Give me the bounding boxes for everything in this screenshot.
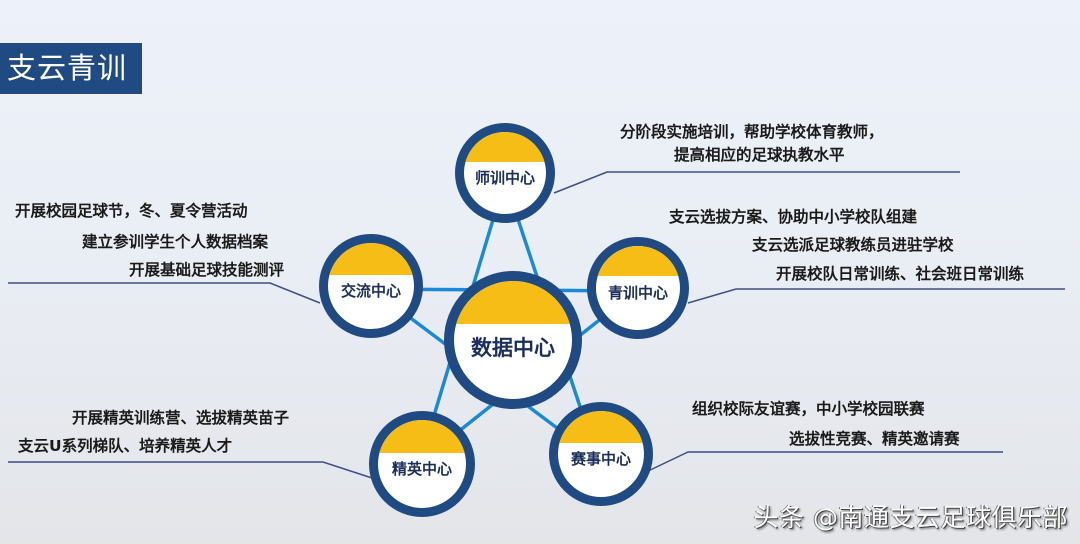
desc-match-line-1: 组织校际友谊赛，中小学校园联赛 — [692, 400, 925, 418]
yellow-cap — [464, 132, 546, 162]
desc-youth-line-3: 开展校队日常训练、社会班日常训练 — [776, 265, 1025, 283]
node-label: 赛事中心 — [570, 449, 631, 468]
node-label: 青训中心 — [607, 283, 668, 302]
yellow-cap — [596, 246, 680, 276]
node-match[interactable]: 赛事中心 — [549, 402, 653, 506]
yellow-cap — [558, 411, 644, 443]
node-teacher-training[interactable]: 师训中心 — [455, 123, 555, 223]
yellow-cap — [328, 243, 414, 275]
yellow-cap — [454, 281, 572, 324]
leader-lines — [8, 171, 1065, 479]
desc-exchange-line-3: 开展基础足球技能测评 — [129, 261, 285, 279]
desc-teacher-line-2: 提高相应的足球执教水平 — [674, 146, 845, 164]
desc-youth-line-2: 支云选派足球教练员进驻学校 — [752, 236, 954, 254]
desc-match-line-2: 选拔性竞赛、精英邀请赛 — [789, 430, 960, 448]
yellow-cap — [378, 420, 466, 453]
desc-exchange-line-1: 开展校园足球节，冬、夏令营活动 — [15, 202, 248, 220]
desc-elite-line-1: 开展精英训练营、选拔精英苗子 — [72, 409, 290, 427]
node-youth-training[interactable]: 青训中心 — [587, 237, 689, 339]
node-elite[interactable]: 精英中心 — [369, 411, 475, 517]
page-title: 支云青训 — [0, 43, 142, 94]
desc-teacher-line-1: 分阶段实施培训，帮助学校体育教师， — [620, 123, 884, 141]
watermark: 头条 @南通支云足球俱乐部 — [753, 503, 1068, 532]
center-label: 数据中心 — [471, 336, 555, 360]
node-data-center[interactable]: 数据中心 — [444, 271, 582, 409]
desc-elite-line-2: 支云U系列梯队、培养精英人才 — [18, 437, 233, 455]
node-label: 交流中心 — [340, 281, 401, 300]
desc-exchange-line-2: 建立参训学生个人数据档案 — [82, 233, 269, 251]
node-exchange[interactable]: 交流中心 — [319, 234, 423, 338]
desc-youth-line-1: 支云选拔方案、协助中小学校队组建 — [669, 208, 918, 226]
node-label: 精英中心 — [391, 459, 452, 478]
node-label: 师训中心 — [474, 168, 535, 187]
